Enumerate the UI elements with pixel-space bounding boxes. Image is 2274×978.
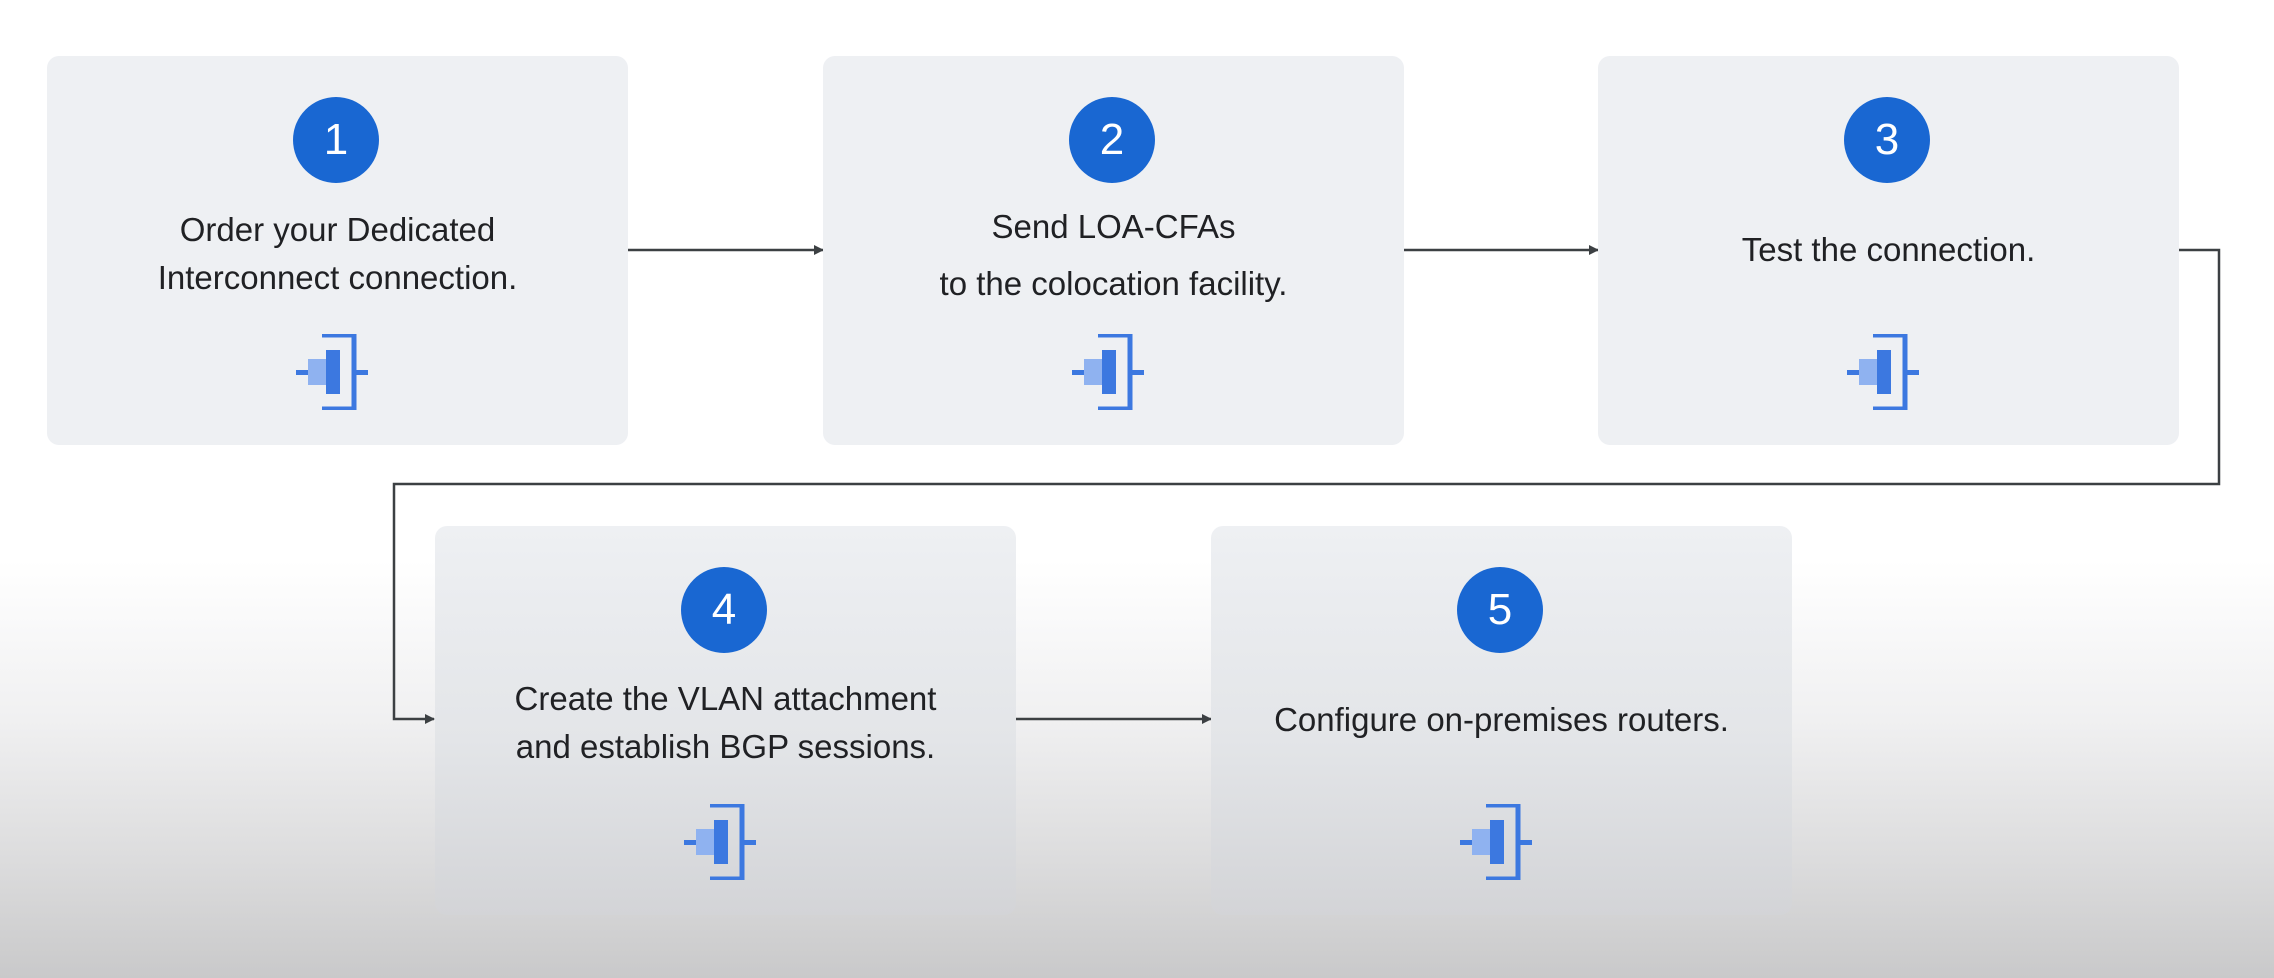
step-description-line: Configure on-premises routers. [1274, 701, 1729, 738]
step-description-line: Interconnect connection. [157, 259, 518, 296]
step-number-badge: 1 [293, 97, 379, 183]
step-number-badge: 5 [1457, 567, 1543, 653]
interconnect-icon [1460, 804, 1532, 880]
step-number-badge: 4 [681, 567, 767, 653]
step-card-5: 5 Configure on-premises routers. [1211, 526, 1792, 915]
step-description: Create the VLAN attachment and establish… [455, 675, 996, 771]
step-card-2: 2 Send LOA-CFAs to the colocation facili… [823, 56, 1404, 445]
step-number-badge: 3 [1844, 97, 1930, 183]
step-description-line: Order your Dedicated [179, 211, 496, 248]
arrow-step3-to-step4 [392, 248, 2221, 724]
interconnect-icon [1847, 334, 1919, 410]
step-description-line: to the colocation facility. [939, 265, 1288, 302]
step-description: Configure on-premises routers. [1231, 696, 1772, 744]
step-card-3: 3 Test the connection. [1598, 56, 2179, 445]
interconnect-icon [684, 804, 756, 880]
step-description-line: and establish BGP sessions. [515, 728, 936, 765]
step-number-badge: 2 [1069, 97, 1155, 183]
step-description-line: Send LOA-CFAs [991, 208, 1236, 245]
step-description: Order your Dedicated Interconnect connec… [67, 206, 608, 302]
interconnect-icon [1072, 334, 1144, 410]
step-card-1: 1 Order your Dedicated Interconnect conn… [47, 56, 628, 445]
step-card-4: 4 Create the VLAN attachment and establi… [435, 526, 1016, 915]
step-description: Send LOA-CFAs to the colocation facility… [843, 198, 1384, 312]
step-description-line: Test the connection. [1741, 231, 2036, 268]
step-description-line: Create the VLAN attachment [514, 680, 937, 717]
interconnect-icon [296, 334, 368, 410]
step-description: Test the connection. [1618, 226, 2159, 274]
